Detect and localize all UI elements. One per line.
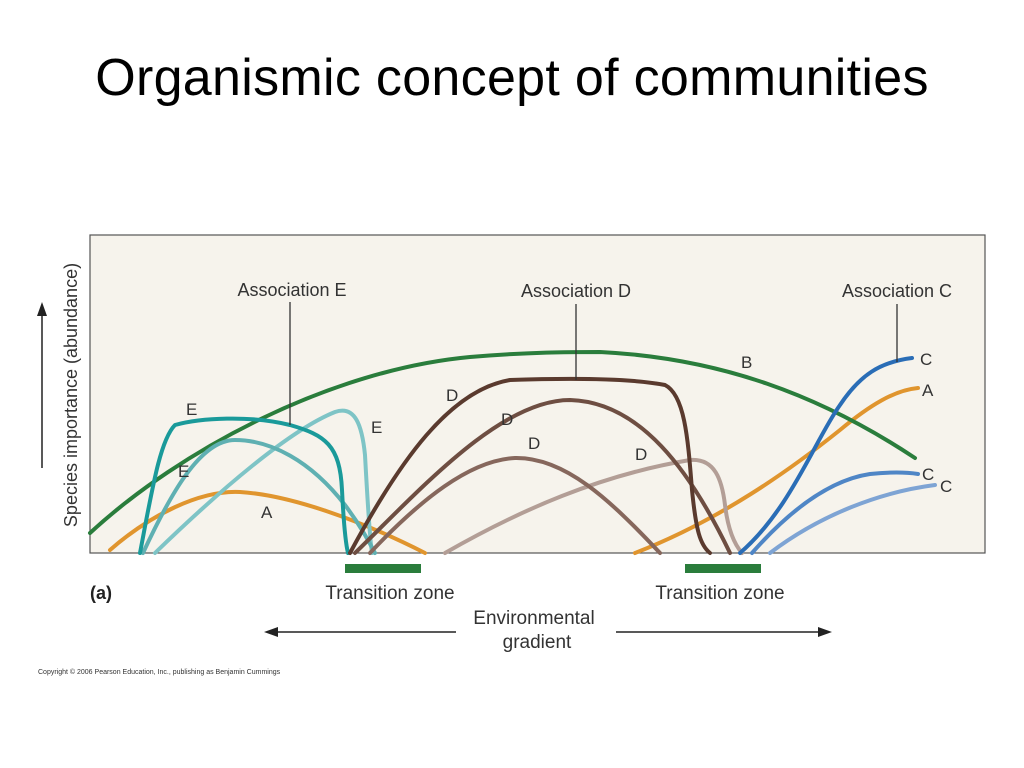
species-label-b: B bbox=[741, 353, 752, 372]
slide-title: Organismic concept of communities bbox=[95, 49, 929, 107]
association-d-label: Association D bbox=[521, 281, 631, 301]
species-label-a-left: A bbox=[261, 503, 273, 522]
y-axis-label: Species importance (abundance) bbox=[61, 263, 81, 527]
transition-zone-bar-left bbox=[345, 564, 421, 573]
species-label-e-mid: E bbox=[178, 462, 189, 481]
curve-species-d-mid1 bbox=[353, 398, 732, 555]
curve-species-e-mid bbox=[141, 438, 377, 555]
y-axis-arrowhead bbox=[37, 302, 47, 316]
curve-species-c-mid bbox=[750, 470, 920, 555]
copyright-notice: Copyright © 2006 Pearson Education, Inc.… bbox=[38, 669, 281, 676]
species-label-d1: D bbox=[446, 386, 458, 405]
x-axis-label-line1: Environmental bbox=[473, 608, 594, 629]
species-label-c-top: C bbox=[920, 350, 932, 369]
species-label-d4: D bbox=[635, 445, 647, 464]
species-label-d3: D bbox=[528, 434, 540, 453]
species-label-a-right: A bbox=[922, 381, 934, 400]
species-label-c-mid: C bbox=[922, 465, 934, 484]
curve-species-b bbox=[88, 350, 917, 535]
curve-species-e-light-right bbox=[153, 408, 374, 555]
association-e-label: Association E bbox=[237, 280, 346, 300]
x-axis-arrowhead-right bbox=[818, 627, 832, 637]
species-label-c-low: C bbox=[940, 477, 952, 496]
transition-zone-label-left: Transition zone bbox=[325, 583, 454, 604]
curve-species-d-dark bbox=[348, 376, 712, 555]
curve-species-c-dark bbox=[738, 356, 914, 555]
transition-zone-label-right: Transition zone bbox=[655, 583, 784, 604]
curve-species-d-mid2 bbox=[368, 455, 662, 555]
x-axis-arrowhead-left bbox=[264, 627, 278, 637]
species-label-d2: D bbox=[501, 410, 513, 429]
association-c-label: Association C bbox=[842, 281, 952, 301]
plot-area bbox=[89, 234, 986, 554]
curve-species-e-dark bbox=[138, 416, 350, 555]
transition-zone-bar-right bbox=[685, 564, 761, 573]
species-label-e-right: E bbox=[371, 418, 382, 437]
x-axis-label-line2: gradient bbox=[503, 632, 572, 653]
panel-label: (a) bbox=[90, 583, 112, 603]
curve-species-c-light bbox=[768, 483, 937, 555]
species-label-e-top: E bbox=[186, 400, 197, 419]
